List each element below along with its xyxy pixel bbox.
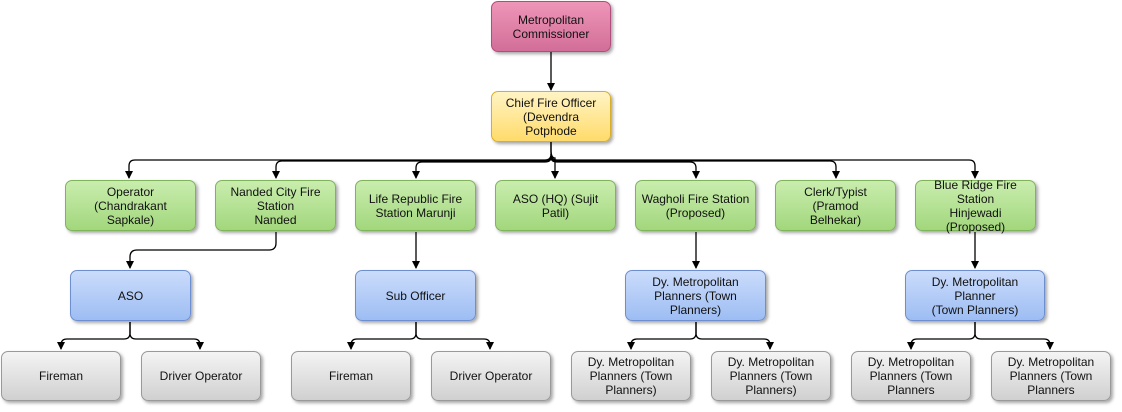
connector-aso-fireman: [57, 322, 131, 350]
node-operator: Operator (Chandrakant Sapkale): [65, 180, 196, 231]
node-metropolitan-commissioner: Metropolitan Commissioner: [491, 1, 611, 52]
connector-chief-aso-hq: [550, 142, 559, 179]
connector-sub-officer-driver: [415, 322, 494, 350]
node-nanded-city-fire-station: Nanded City Fire Station Nanded: [215, 180, 336, 231]
node-dy-planners-leaf-3: Dy. Metropolitan Planners (Town Planners: [851, 351, 971, 401]
node-life-republic-fire-station: Life Republic Fire Station Marunji: [355, 180, 476, 231]
node-dy-metropolitan-planner: Dy. Metropolitan Planner (Town Planners): [905, 270, 1045, 321]
node-aso-hq: ASO (HQ) (Sujit Patil): [495, 180, 616, 231]
connector-chief-nanded: [272, 155, 552, 179]
node-sub-officer: Sub Officer: [355, 270, 476, 321]
connector-dy-planner-leaf-3: [907, 322, 976, 350]
node-fireman-2: Fireman: [291, 351, 411, 401]
connector-chief-clerk: [550, 155, 840, 179]
node-blue-ridge-fire-station: Blue Ridge Fire Station Hinjewadi (Propo…: [915, 178, 1036, 234]
node-aso: ASO: [70, 270, 191, 321]
connector-nanded-aso: [126, 232, 277, 269]
connector-chief-blue-ridge: [550, 153, 979, 179]
connector-chief-operator: [125, 142, 552, 179]
node-dy-planners-leaf-1: Dy. Metropolitan Planners (Town Planners…: [571, 351, 691, 401]
node-fireman-1: Fireman: [1, 351, 121, 401]
node-driver-operator-2: Driver Operator: [431, 351, 551, 401]
node-driver-operator-1: Driver Operator: [141, 351, 261, 401]
node-wagholi-fire-station: Wagholi Fire Station (Proposed): [635, 180, 756, 231]
connector-aso-driver: [129, 322, 204, 350]
connector-chief-life: [412, 156, 552, 179]
node-dy-planners-leaf-2: Dy. Metropolitan Planners (Town Planners…: [711, 351, 831, 401]
connector-dy-planner-leaf-4: [974, 322, 1054, 350]
node-dy-metropolitan-planners: Dy. Metropolitan Planners (Town Planners…: [625, 270, 766, 321]
node-clerk-typist: Clerk/Typist (Pramod Belhekar): [775, 180, 896, 231]
connector-dy-planners-leaf-1: [627, 322, 697, 350]
connector-sub-officer-fireman: [347, 322, 417, 350]
node-chief-fire-officer: Chief Fire Officer (Devendra Potphode: [491, 91, 611, 142]
connector-dy-planners-leaf-2: [695, 322, 774, 350]
node-dy-planners-leaf-4: Dy. Metropolitan Planners (Town Planners: [991, 351, 1111, 401]
